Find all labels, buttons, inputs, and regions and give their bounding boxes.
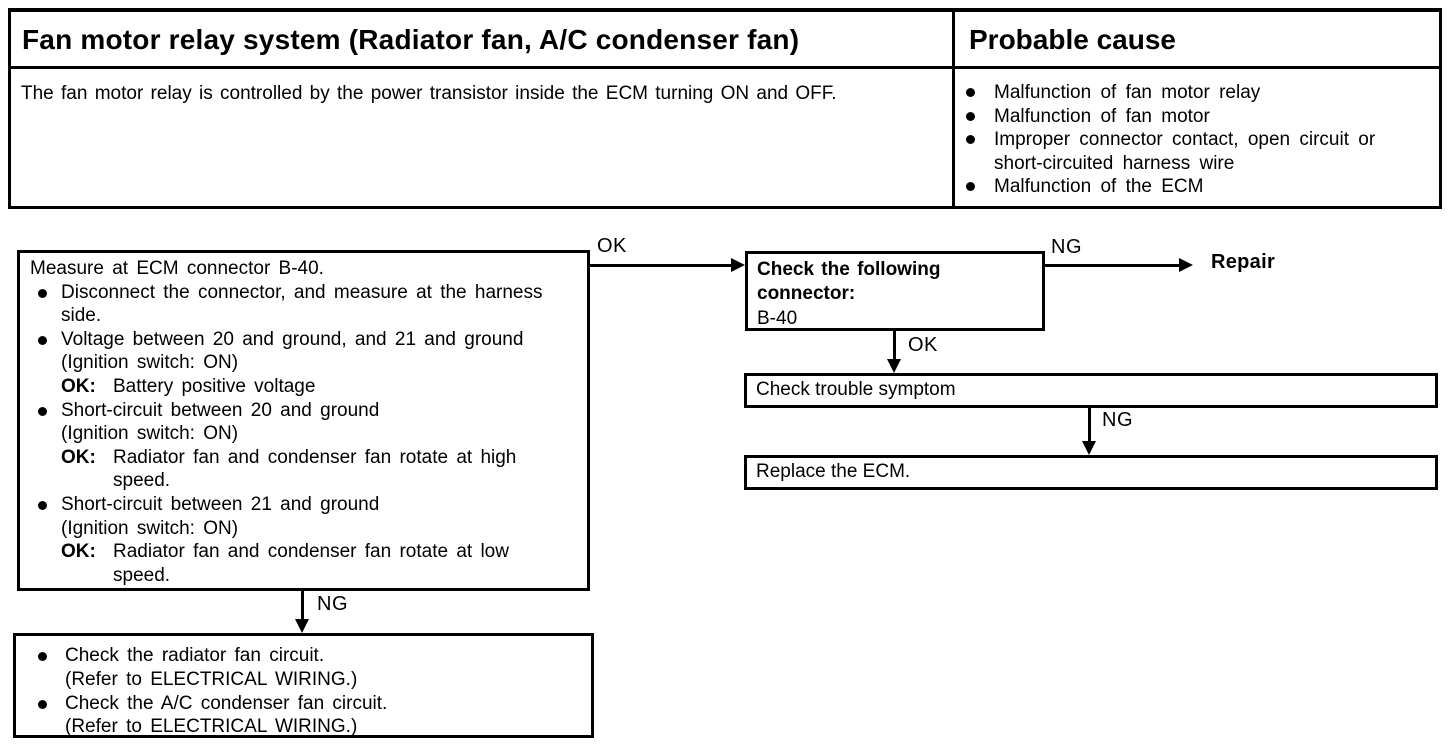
probable-cause-header: Probable cause bbox=[955, 12, 1439, 69]
step-text: Disconnect the connector, and measure at… bbox=[61, 281, 543, 327]
list-item: Voltage between 20 and ground, and 21 an… bbox=[30, 328, 579, 399]
check-connector-title: Check the following connector: bbox=[757, 259, 941, 305]
list-item: Malfunction of the ECM bbox=[955, 175, 1429, 199]
ok-result-text: Radiator fan and condenser fan rotate at… bbox=[113, 446, 517, 492]
probable-cause-text: Malfunction of fan motor relay bbox=[994, 82, 1261, 103]
list-item: Malfunction of fan motor relay bbox=[955, 81, 1429, 105]
check-trouble-symptom-box: Check trouble symptom bbox=[744, 373, 1438, 408]
step-condition: (Ignition switch: ON) bbox=[61, 352, 239, 374]
measure-box-title: Measure at ECM connector B-40. bbox=[30, 258, 324, 279]
probable-cause-text: Improper connector contact, open circuit… bbox=[994, 129, 1376, 174]
bullet-icon bbox=[38, 652, 47, 661]
measure-ecm-connector-box: Measure at ECM connector B-40. Disconnec… bbox=[17, 250, 590, 591]
system-title: Fan motor relay system (Radiator fan, A/… bbox=[11, 12, 955, 69]
bullet-icon bbox=[966, 111, 975, 121]
bullet-icon bbox=[966, 182, 975, 191]
ok-result-text: Radiator fan and condenser fan rotate at… bbox=[113, 541, 509, 586]
ng-branch-label: NG bbox=[1102, 409, 1133, 431]
list-item: Short-circuit between 20 and ground (Ign… bbox=[30, 399, 579, 493]
ok-arrow-line bbox=[893, 331, 896, 361]
check-fan-circuits-box: Check the radiator fan circuit. (Refer t… bbox=[13, 633, 594, 738]
check-connector-box: Check the following connector: B-40 bbox=[745, 251, 1045, 331]
ok-label: OK: bbox=[61, 375, 96, 397]
down-arrowhead-icon bbox=[887, 359, 901, 373]
ng-arrow-line bbox=[1044, 264, 1180, 267]
repair-terminal: Repair bbox=[1211, 251, 1276, 273]
bullet-icon bbox=[38, 288, 47, 298]
ng-arrow-line bbox=[301, 590, 304, 620]
connector-id: B-40 bbox=[757, 307, 798, 329]
step-text: Short-circuit between 21 and ground bbox=[61, 493, 380, 515]
bullet-icon bbox=[38, 699, 47, 709]
list-item: Improper connector contact, open circuit… bbox=[955, 128, 1429, 175]
bullet-icon bbox=[966, 135, 975, 144]
ok-result-line: OK: Battery positive voltage bbox=[61, 375, 579, 399]
right-arrowhead-icon bbox=[1179, 258, 1193, 272]
probable-cause-text: Malfunction of the ECM bbox=[994, 176, 1204, 197]
step-condition: (Ignition switch: ON) bbox=[61, 517, 239, 539]
step-condition: (Ignition switch: ON) bbox=[61, 423, 239, 445]
bullet-icon bbox=[38, 406, 47, 416]
ok-label: OK: bbox=[61, 541, 96, 563]
down-arrowhead-icon bbox=[1082, 441, 1096, 455]
ok-label: OK: bbox=[61, 446, 96, 468]
bullet-icon bbox=[966, 88, 975, 97]
probable-cause-list: Malfunction of fan motor relay Malfuncti… bbox=[955, 69, 1439, 206]
list-item: Check the A/C condenser fan circuit. (Re… bbox=[28, 692, 585, 740]
step-text: Short-circuit between 20 and ground bbox=[61, 399, 380, 421]
bullet-icon bbox=[38, 335, 47, 345]
check-text: Check the A/C condenser fan circuit. bbox=[65, 692, 388, 714]
ok-result-text: Battery positive voltage bbox=[113, 375, 316, 397]
list-item: Malfunction of fan motor bbox=[955, 105, 1429, 129]
ok-result-line: OK: Radiator fan and condenser fan rotat… bbox=[61, 540, 579, 587]
reference-text: (Refer to ELECTRICAL WIRING.) bbox=[65, 668, 358, 690]
ok-branch-label: OK bbox=[908, 334, 938, 356]
right-arrowhead-icon bbox=[731, 258, 745, 272]
replace-ecm-box: Replace the ECM. bbox=[744, 455, 1438, 490]
list-item: Disconnect the connector, and measure at… bbox=[30, 281, 579, 328]
ng-branch-label: NG bbox=[1051, 236, 1082, 258]
down-arrowhead-icon bbox=[295, 619, 309, 633]
reference-text: (Refer to ELECTRICAL WIRING.) bbox=[65, 716, 358, 738]
system-description: The fan motor relay is controlled by the… bbox=[11, 69, 955, 206]
ok-branch-label: OK bbox=[597, 235, 627, 257]
list-item: Short-circuit between 21 and ground (Ign… bbox=[30, 493, 579, 587]
probable-cause-text: Malfunction of fan motor bbox=[994, 105, 1210, 127]
fault-header-table: Fan motor relay system (Radiator fan, A/… bbox=[8, 8, 1442, 209]
bullet-icon bbox=[38, 500, 47, 510]
list-item: Check the radiator fan circuit. (Refer t… bbox=[28, 644, 585, 692]
ok-result-line: OK: Radiator fan and condenser fan rotat… bbox=[61, 446, 579, 493]
ok-arrow-line bbox=[590, 264, 732, 267]
step-text: Voltage between 20 and ground, and 21 an… bbox=[61, 328, 524, 350]
ng-branch-label: NG bbox=[317, 593, 348, 615]
ng-arrow-line bbox=[1088, 408, 1091, 442]
check-text: Check the radiator fan circuit. bbox=[65, 645, 325, 666]
